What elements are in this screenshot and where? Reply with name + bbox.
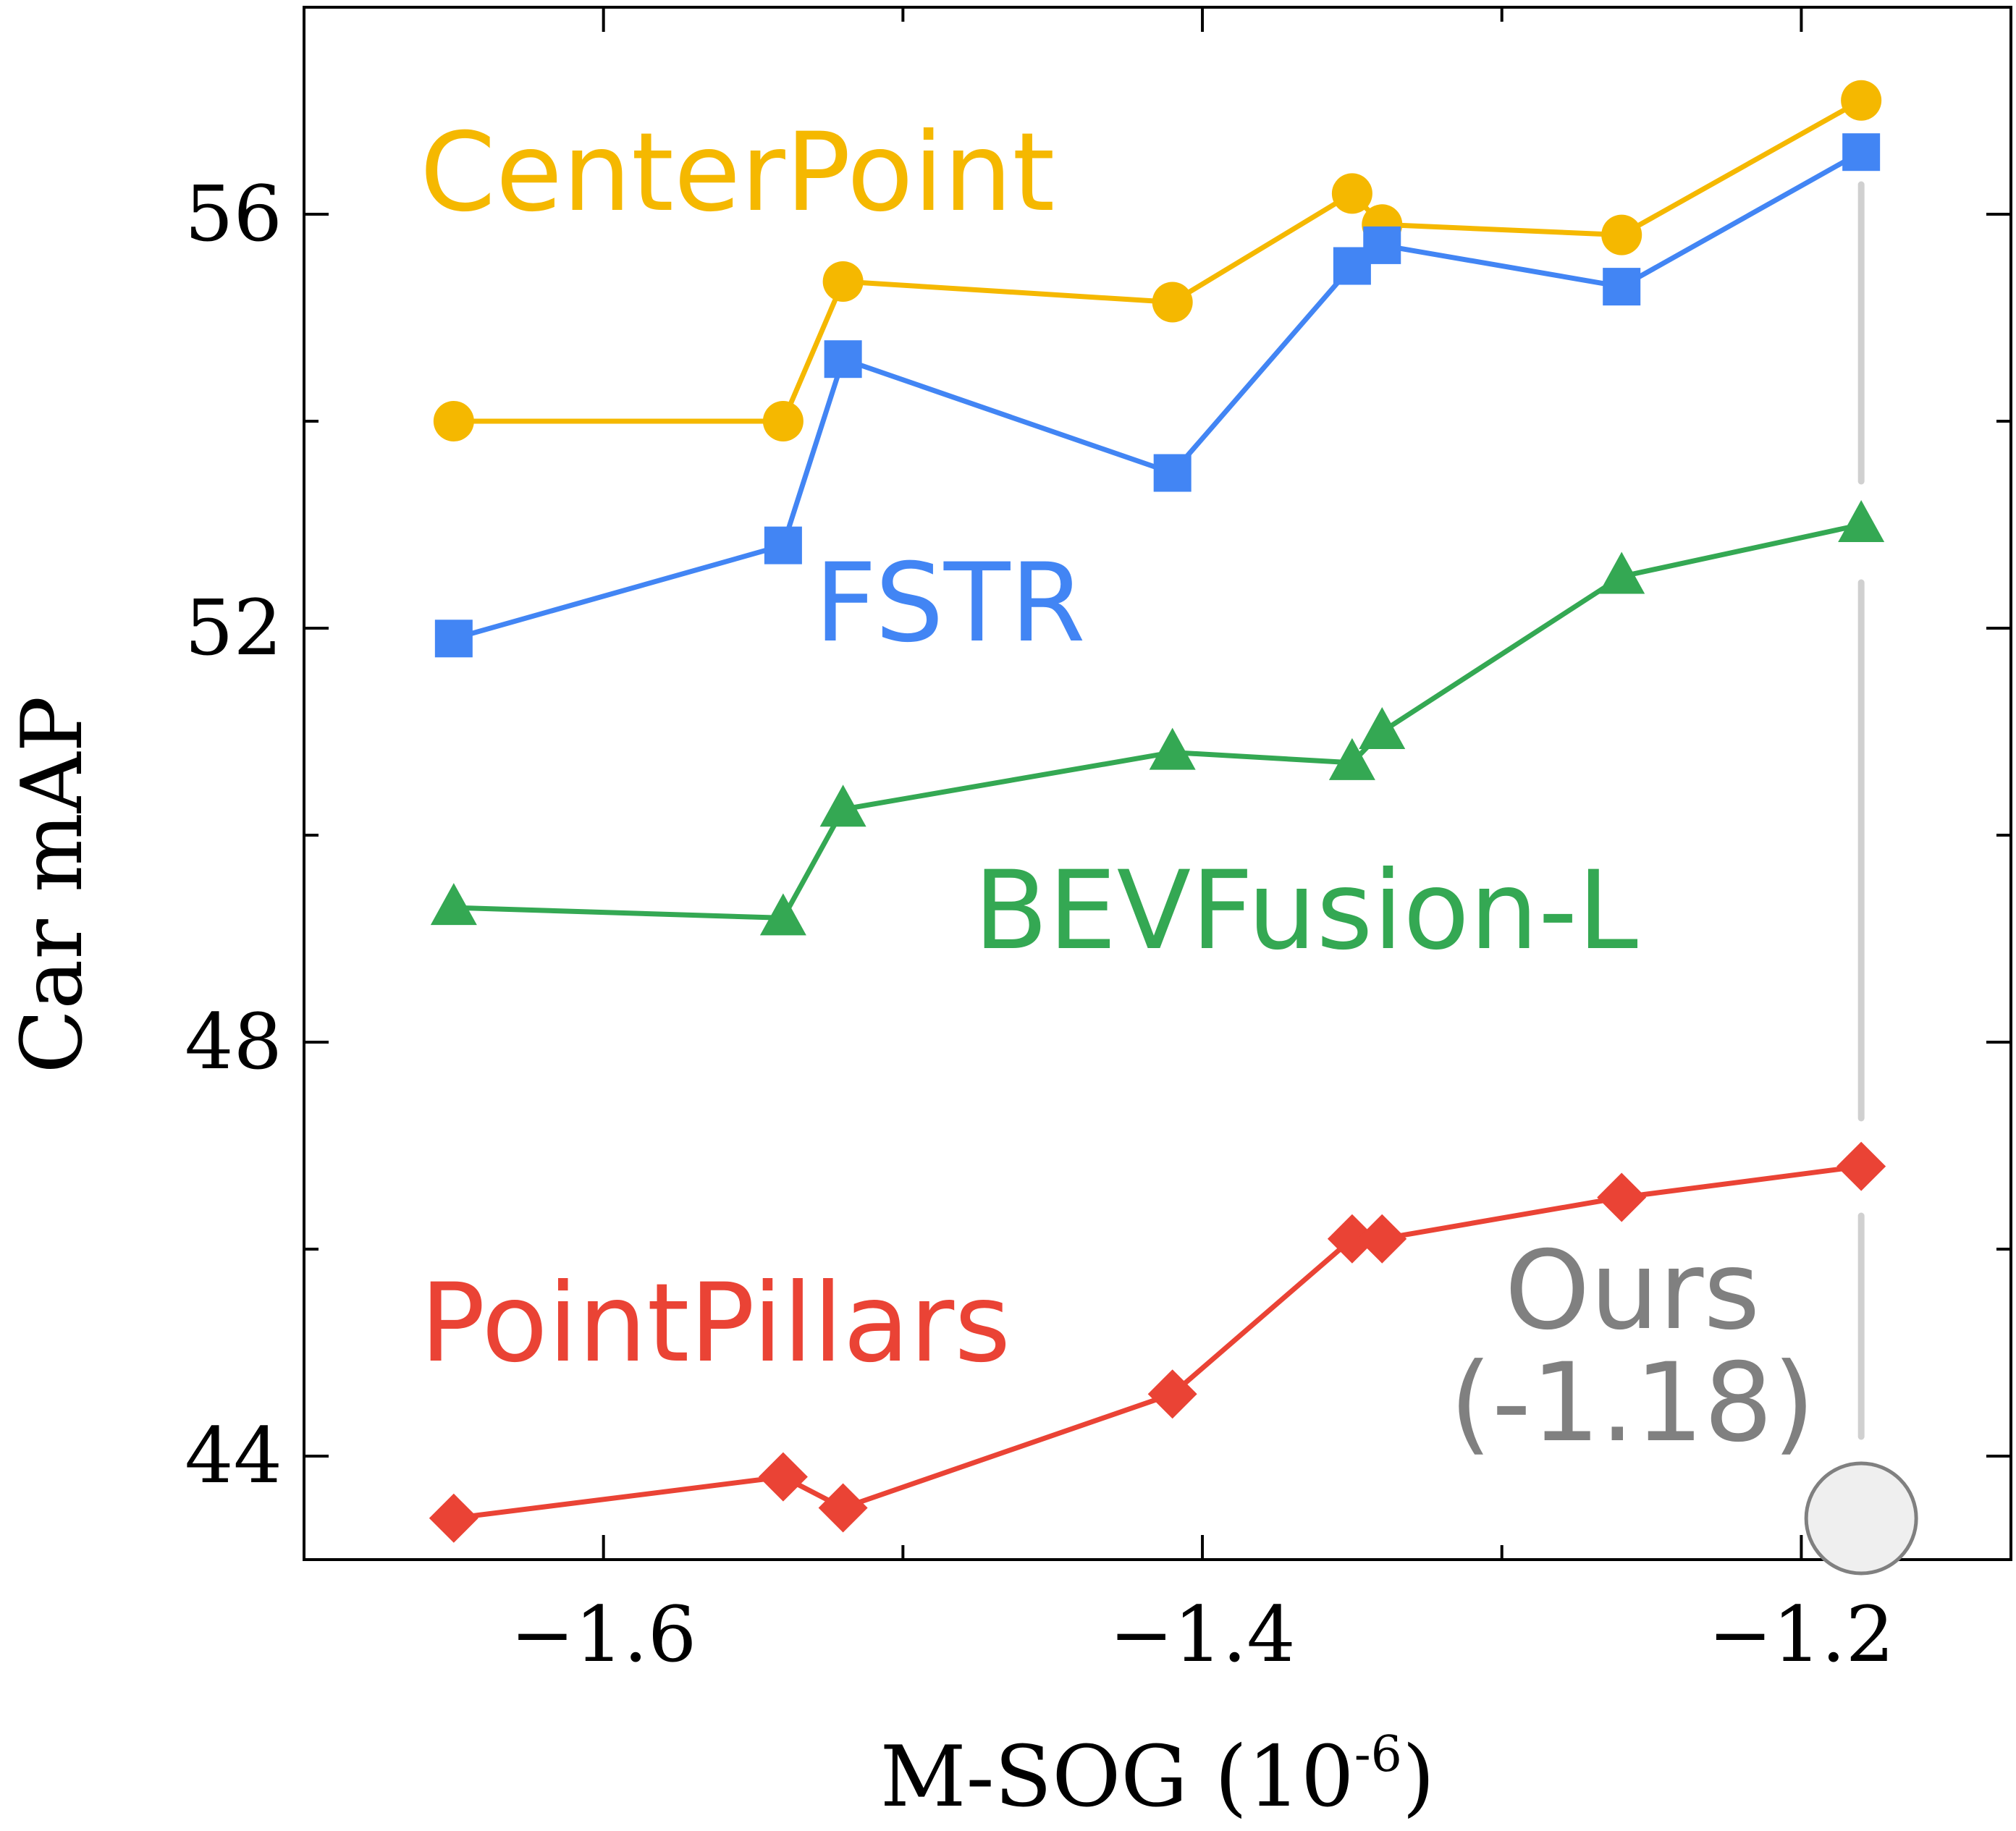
data-point-fstr — [764, 526, 802, 564]
data-point-bevfusion-l — [1328, 737, 1375, 780]
x-tick-label: −1.6 — [510, 1590, 696, 1679]
series-centerpoint — [433, 80, 1882, 441]
data-point-pointpillars — [429, 1493, 478, 1543]
data-point-fstr — [824, 340, 862, 379]
data-point-fstr — [434, 620, 473, 658]
plot-frame — [303, 6, 2012, 1561]
x-tick-label: −1.2 — [1708, 1590, 1894, 1679]
series-pointpillars — [429, 1141, 1886, 1543]
axes: 44 48 52 56 −1.6 −1.4 −1.2M-SOG (10-6) Car mAP — [4, 6, 2012, 1826]
x-tick-label: −1.4 — [1109, 1590, 1295, 1679]
data-point-bevfusion-l — [819, 785, 866, 827]
series-fstr — [434, 133, 1881, 658]
data-point-centerpoint — [1152, 282, 1193, 323]
series-line-centerpoint — [453, 98, 1863, 424]
data-point-pointpillars — [1327, 1214, 1377, 1264]
series-label-bevfusion-l: BEVFusion-L — [974, 848, 1638, 974]
data-point-centerpoint — [762, 401, 804, 441]
y-tick-label: 56 — [185, 169, 282, 258]
ours-marker — [1804, 1461, 1918, 1576]
data-point-fstr — [1363, 226, 1401, 264]
data-point-pointpillars — [1357, 1214, 1407, 1264]
data-point-centerpoint — [822, 261, 864, 302]
data-point-bevfusion-l — [759, 893, 806, 936]
series-label-pointpillars: PointPillars — [420, 1261, 1011, 1387]
y-tick-label: 48 — [185, 997, 282, 1086]
series-line-bevfusion-l — [453, 522, 1862, 921]
data-point-centerpoint — [1331, 173, 1372, 214]
data-point-bevfusion-l — [1838, 500, 1885, 542]
ours-value-label: (-1.18) — [1449, 1340, 1815, 1466]
data-point-fstr — [1603, 268, 1641, 306]
data-point-bevfusion-l — [430, 883, 477, 926]
data-point-pointpillars — [758, 1452, 808, 1502]
data-point-bevfusion-l — [1359, 707, 1406, 749]
y-axis-title: Car mAP — [4, 695, 101, 1073]
data-point-pointpillars — [1597, 1172, 1647, 1222]
data-point-fstr — [1842, 133, 1881, 172]
data-point-pointpillars — [1147, 1369, 1197, 1419]
data-point-bevfusion-l — [1149, 727, 1196, 770]
data-point-centerpoint — [1601, 214, 1642, 255]
y-tick-label: 52 — [185, 583, 282, 672]
series-label-fstr: FSTR — [814, 541, 1086, 667]
data-point-pointpillars — [818, 1483, 868, 1533]
series-line-fstr — [452, 150, 1863, 641]
ours-annotation: Ours(-1.18) — [1449, 181, 1918, 1576]
series-bevfusion-l — [430, 500, 1885, 936]
series-group — [429, 80, 1886, 1543]
x-axis-title: M-SOG (10-6) — [880, 1726, 1435, 1826]
data-point-bevfusion-l — [1598, 551, 1645, 594]
y-tick-label: 44 — [185, 1411, 282, 1500]
series-label-centerpoint: CenterPoint — [420, 110, 1055, 236]
data-point-fstr — [1153, 454, 1192, 492]
ours-label: Ours — [1505, 1228, 1760, 1354]
data-point-pointpillars — [1836, 1141, 1886, 1191]
data-point-centerpoint — [433, 401, 474, 441]
data-point-centerpoint — [1841, 80, 1882, 121]
